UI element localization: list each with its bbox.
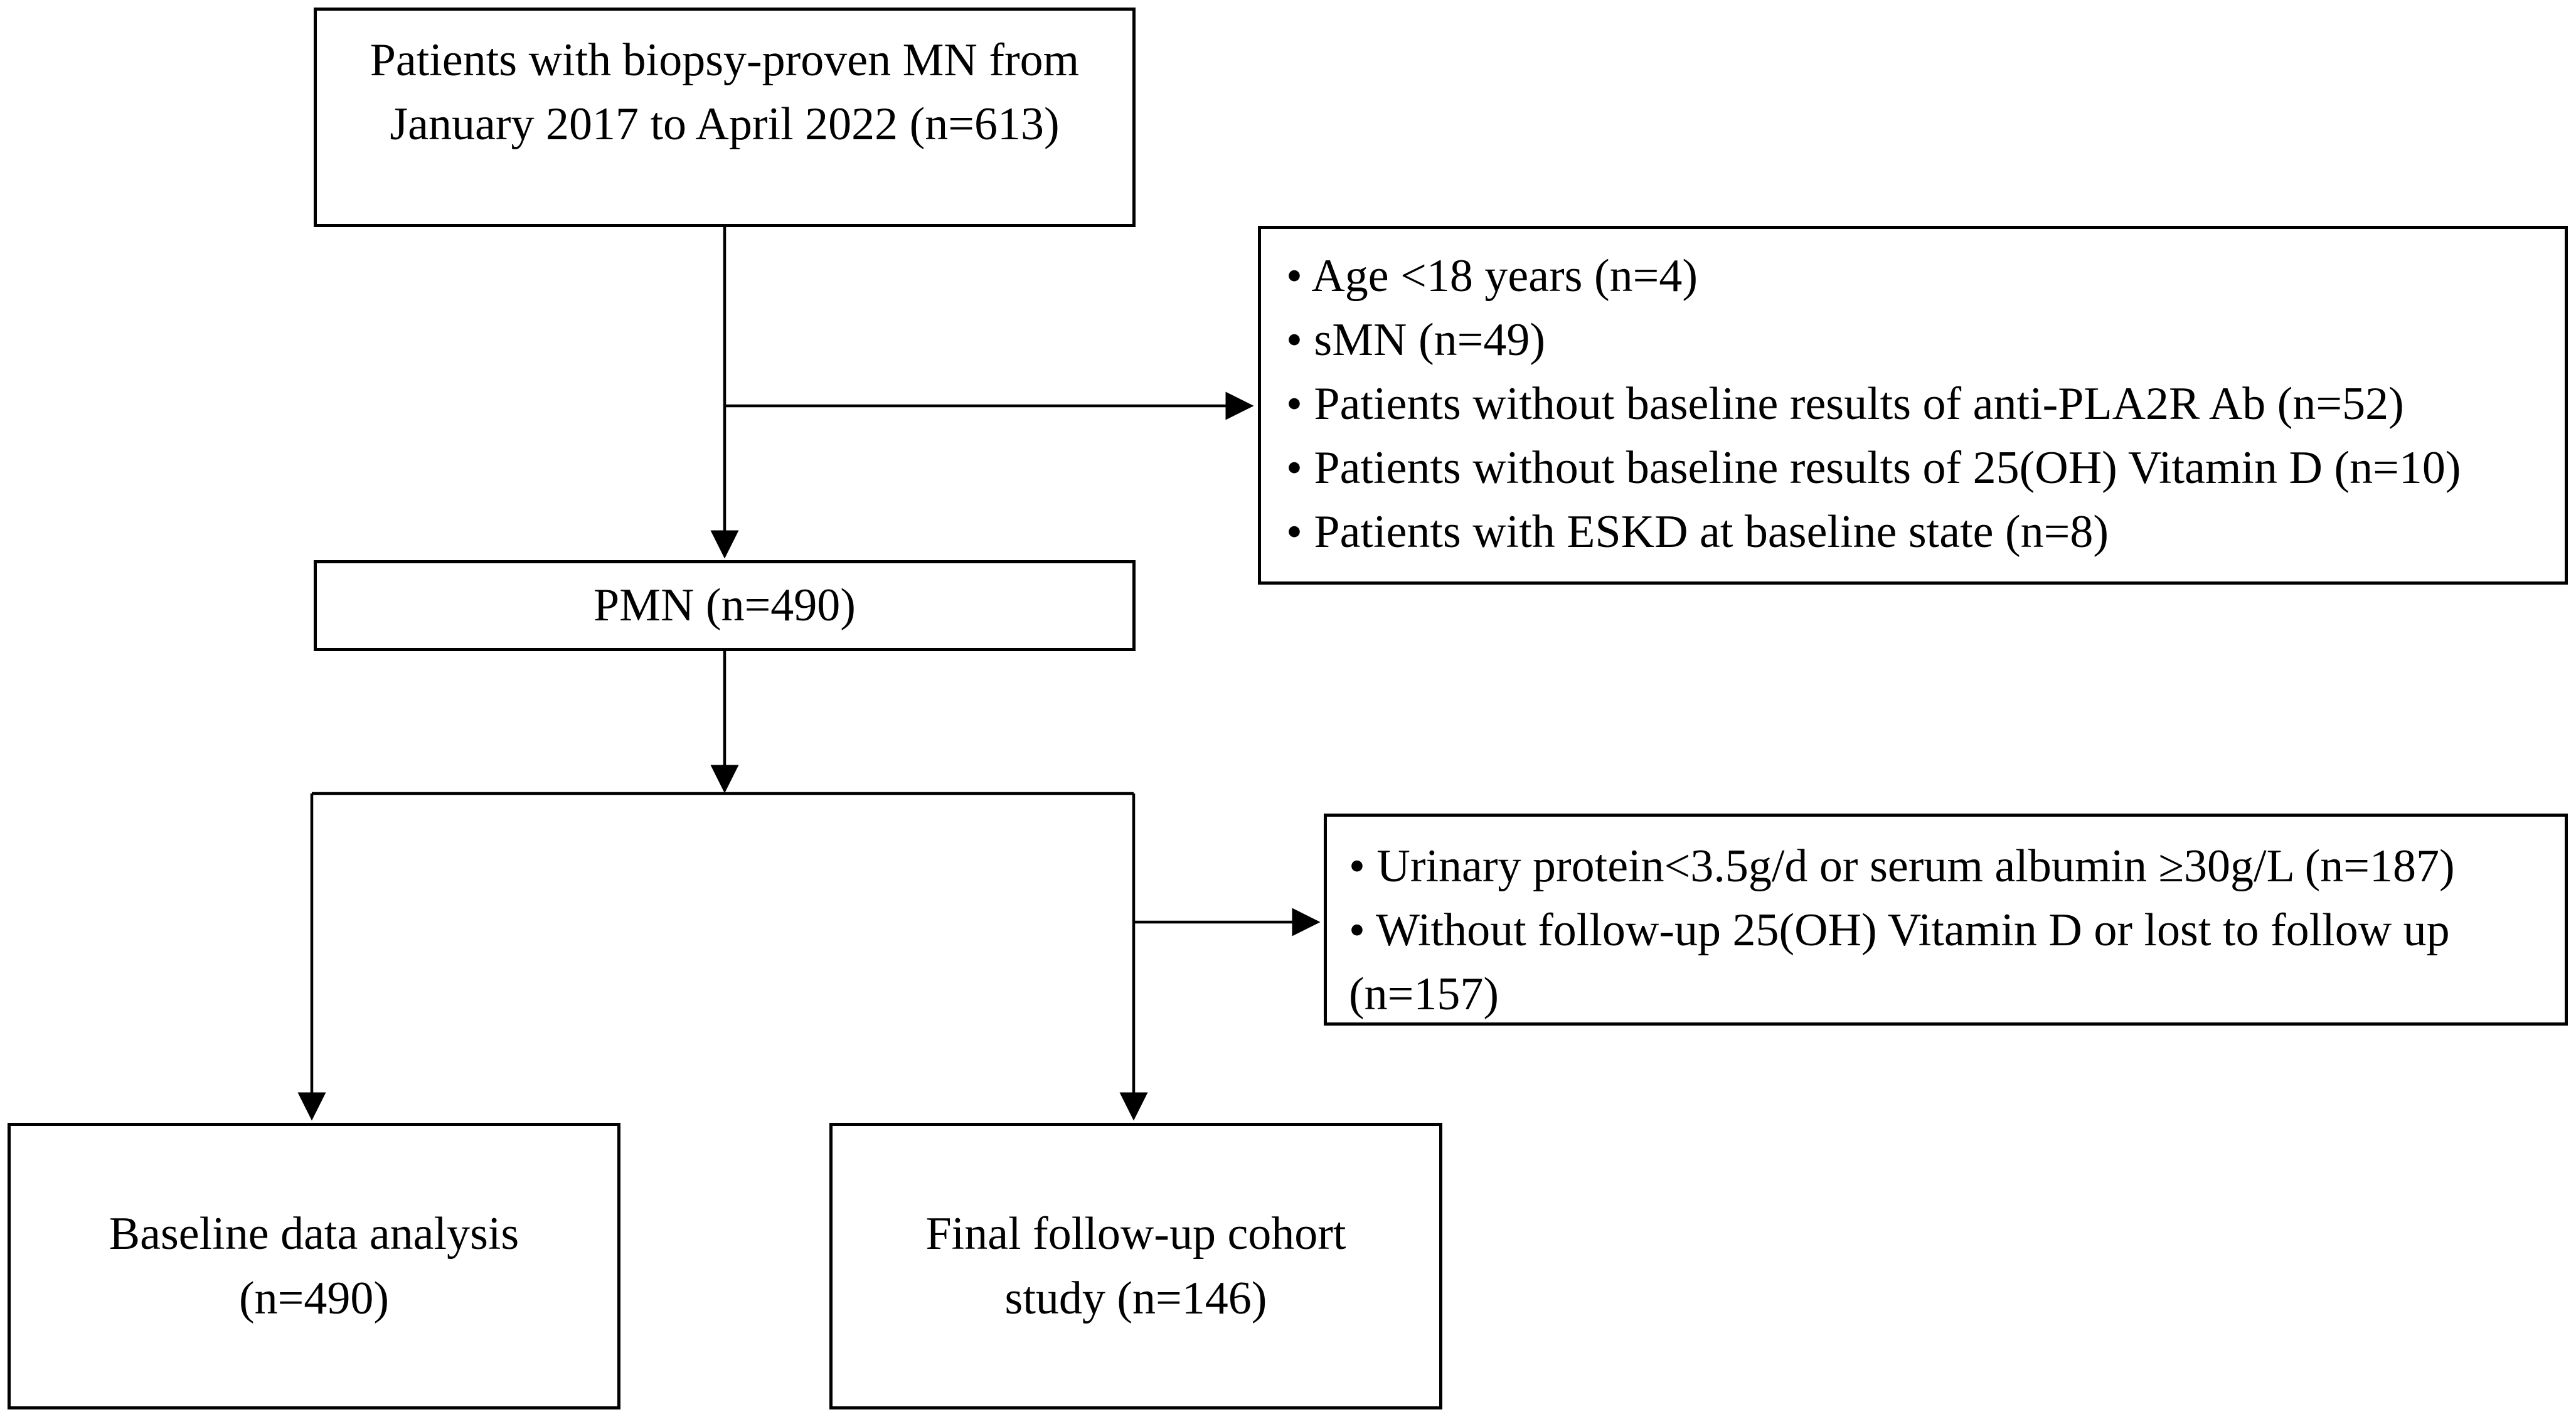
exclusion2-item-urinary-protein: • Urinary protein<3.5g/d or serum albumi…: [1349, 841, 2455, 892]
baseline-analysis-box: Baseline data analysis (n=490): [8, 1123, 620, 1409]
pmn-box: PMN (n=490): [314, 560, 1136, 651]
baseline-line-1: Baseline data analysis: [109, 1208, 519, 1260]
initial-patients-box: Patients with biopsy-proven MN from Janu…: [314, 8, 1136, 227]
exclusion2-item-lost-follow-up: • Without follow-up 25(OH) Vitamin D or …: [1349, 905, 2450, 1021]
exclusion1-item-eskd: • Patients with ESKD at baseline state (…: [1286, 506, 2109, 558]
exclusion-criteria-box-1: • Age <18 years (n=4) • sMN (n=49) • Pat…: [1258, 226, 2568, 585]
initial-patients-line-2: January 2017 to April 2022 (n=613): [390, 98, 1060, 151]
baseline-line-2: (n=490): [238, 1272, 390, 1324]
exclusion-criteria-box-2: • Urinary protein<3.5g/d or serum albumi…: [1324, 814, 2568, 1026]
pmn-label: PMN (n=490): [593, 580, 856, 632]
followup-line-2: study (n=146): [1004, 1272, 1267, 1324]
followup-cohort-box: Final follow-up cohort study (n=146): [829, 1123, 1442, 1409]
exclusion1-item-age: • Age <18 years (n=4): [1286, 250, 1698, 302]
initial-patients-line-1: Patients with biopsy-proven MN from: [370, 34, 1080, 86]
exclusion1-item-smn: • sMN (n=49): [1286, 314, 1545, 366]
exclusion1-item-anti-pla2r: • Patients without baseline results of a…: [1286, 378, 2404, 430]
exclusion1-item-vitamin-d: • Patients without baseline results of 2…: [1286, 442, 2461, 494]
followup-line-1: Final follow-up cohort: [925, 1208, 1346, 1260]
